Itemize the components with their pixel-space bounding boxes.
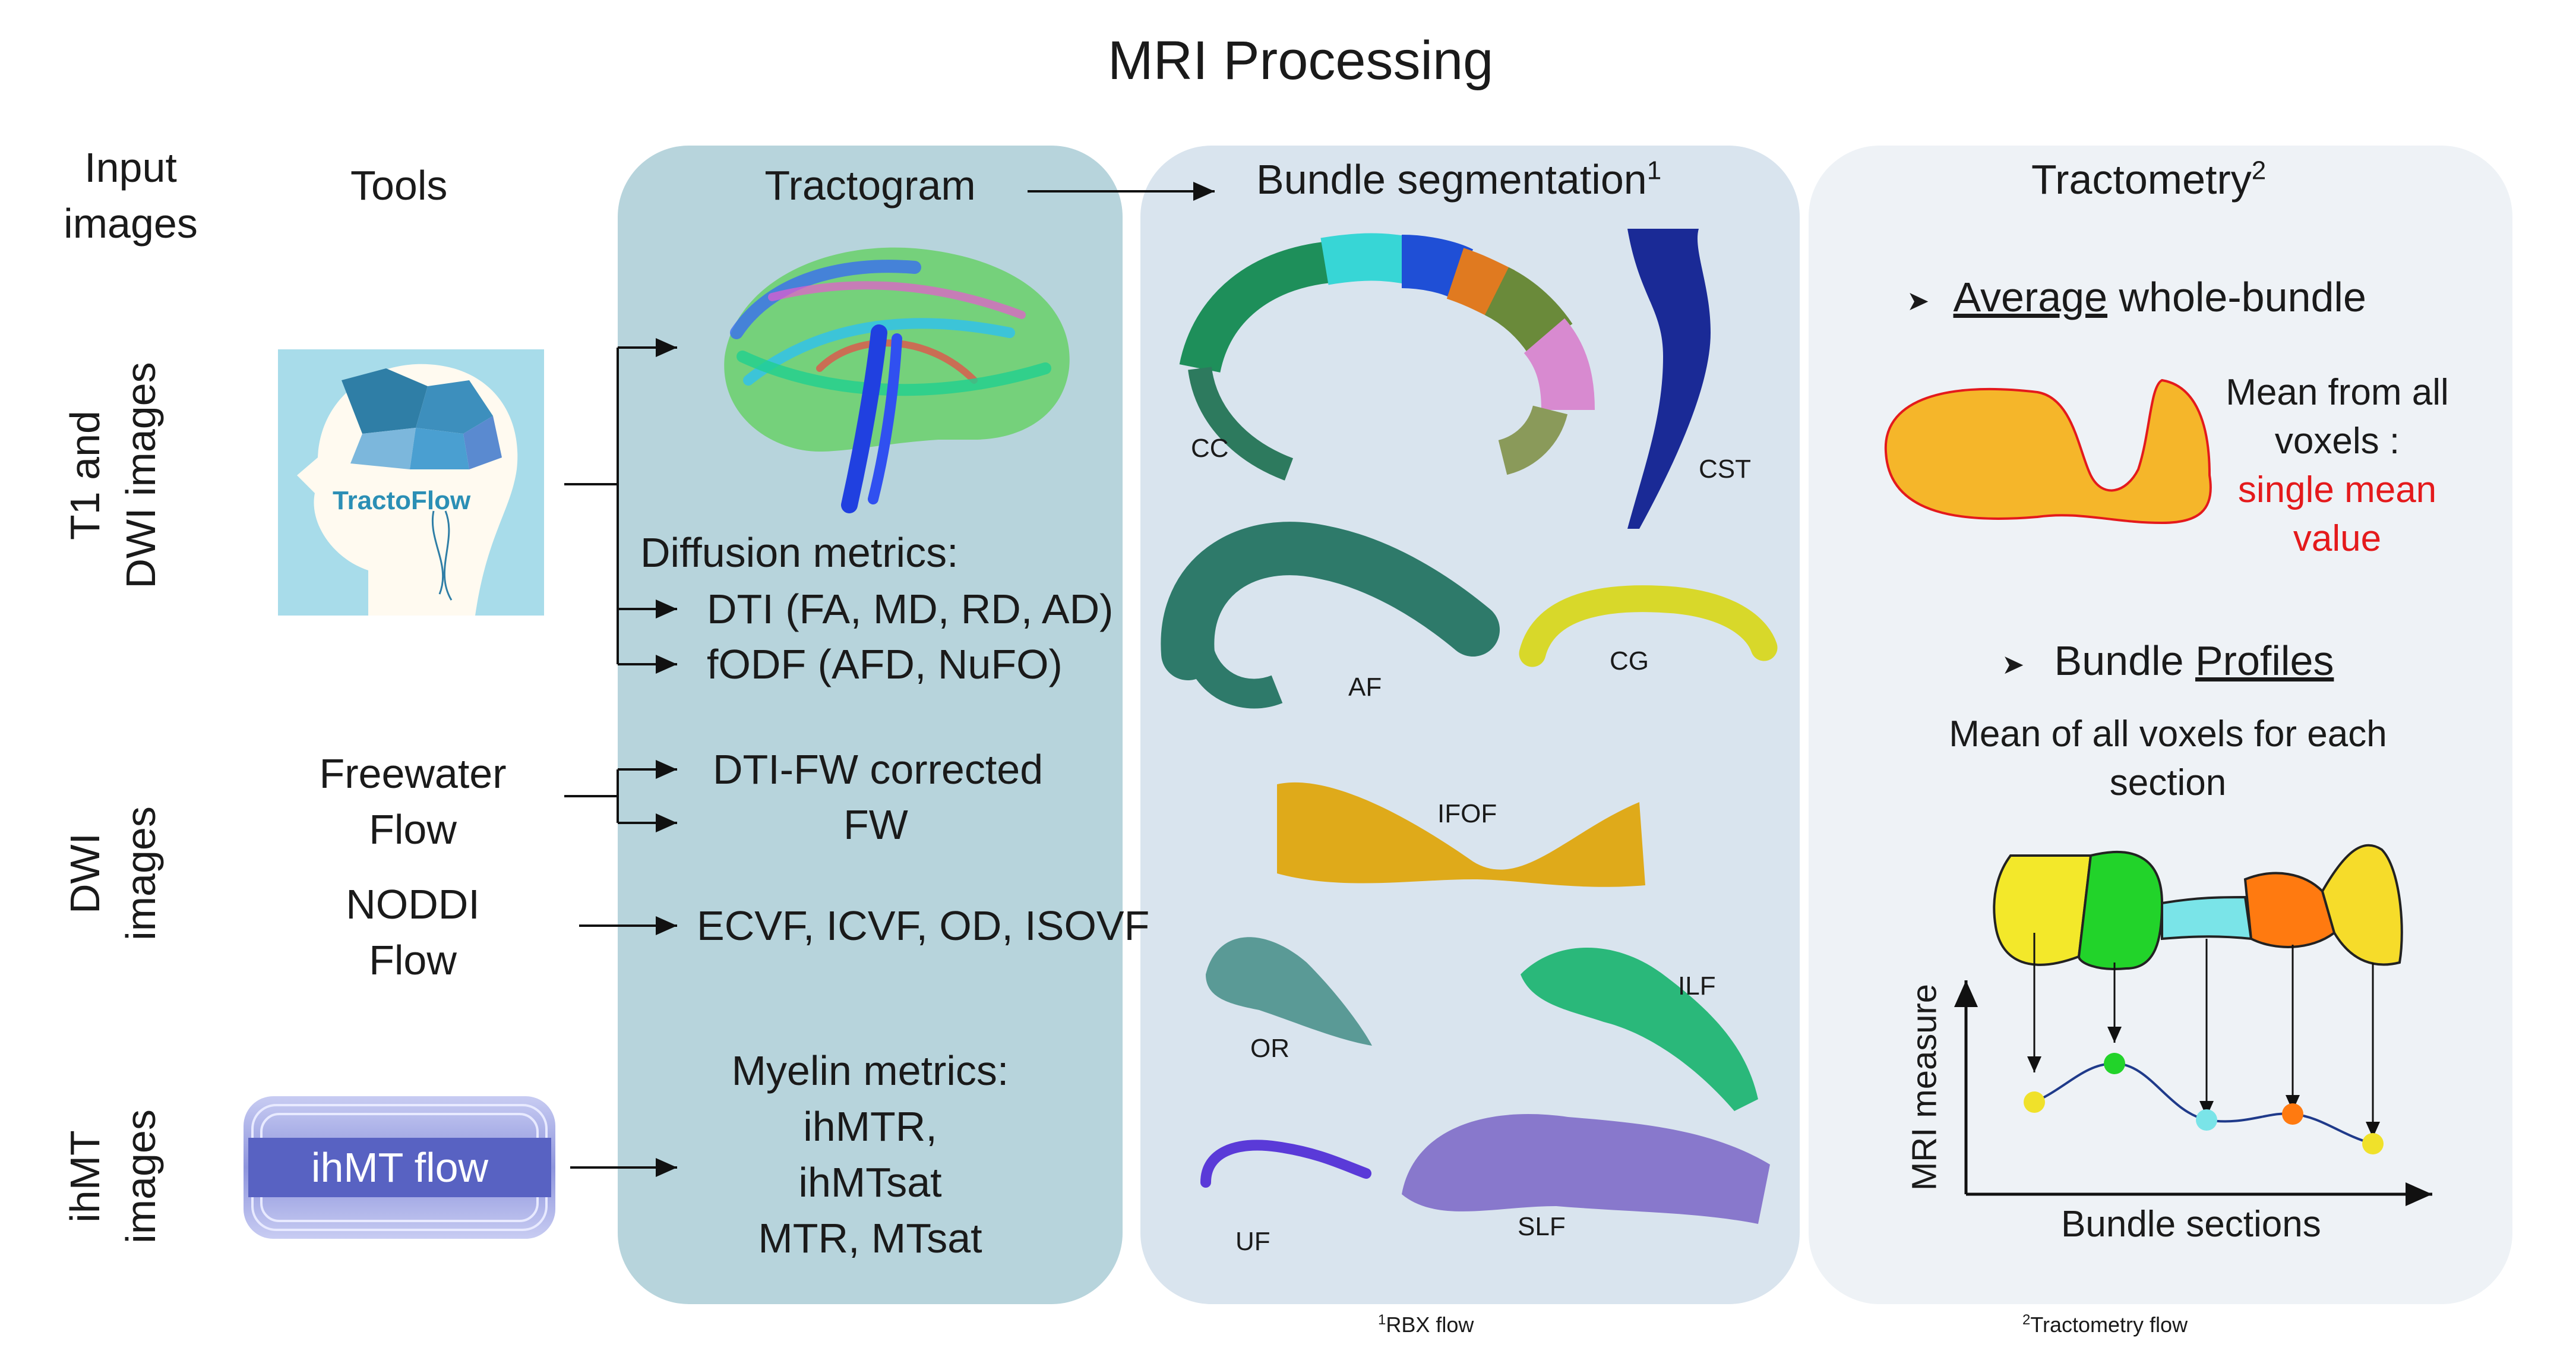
mean-line2: voxels : (2274, 421, 2400, 462)
profile-ylabel: MRI measure (1905, 983, 1944, 1191)
diffusion-metrics-heading: Diffusion metrics: (640, 529, 959, 576)
tractoflow-arrows (564, 338, 677, 674)
tractometry-footnote-text: Tractometry flow (2030, 1312, 2188, 1337)
fw-metric: FW (843, 802, 908, 848)
fodf-metrics: fODF (AFD, NuFO) (707, 641, 1063, 687)
myelin-line3: MTR, MTsat (758, 1215, 982, 1261)
mean-line1: Mean from all (2226, 372, 2449, 413)
profile-ylabel-wrap: MRI measure (1895, 980, 1954, 1194)
bundle-uf (1200, 1140, 1371, 1188)
page-title: MRI Processing (1108, 30, 1494, 91)
profile-line2: section (2109, 762, 2227, 803)
myelin-metrics: Myelin metrics: ihMTR, ihMTsat MTR, MTsa… (618, 1043, 1123, 1266)
bundle-title-sup: 1 (1646, 156, 1662, 185)
average-rest: whole-bundle (2107, 274, 2366, 320)
label-slf: SLF (1518, 1212, 1566, 1241)
bundle-footnote: 1RBX flow (1378, 1312, 1474, 1337)
bundle-slf (1402, 1114, 1770, 1224)
ihmt-flow-logo (244, 1096, 555, 1239)
average-bundle (1884, 378, 2212, 525)
row-t1-line1: T1 and (62, 411, 108, 540)
bundle-footnote-text: RBX flow (1386, 1312, 1474, 1337)
average-heading: ➤ Average whole-bundle (1907, 273, 2366, 321)
bundle-cc (1179, 233, 1595, 481)
average-bullet: ➤ (1907, 285, 1930, 316)
bundle-af-tail (1186, 648, 1283, 709)
label-cc: CC (1191, 434, 1229, 463)
tractoflow-logo (278, 349, 544, 616)
profile-arrows (2027, 933, 2380, 1138)
row-t1-line2: DWI images (118, 362, 164, 589)
bundle-footnote-sup: 1 (1378, 1312, 1386, 1328)
myelin-line1: ihMTR, (803, 1103, 937, 1150)
tractometry-title-text: Tractometry (2031, 156, 2252, 203)
bundle-af (1161, 522, 1500, 680)
tractogram-brain (724, 247, 1070, 513)
profile-points (2024, 1053, 2384, 1154)
profiles-bullet: ➤ (2002, 648, 2025, 680)
bundle-segmentation-title: Bundle segmentation1 (1256, 156, 1661, 203)
label-cst: CST (1699, 455, 1751, 484)
ihmt-flow-label: ihMT flow (311, 1144, 489, 1191)
mean-description: Mean from all voxels : single mean value (2218, 368, 2456, 563)
row-label-ihmt: ihMT images (36, 1099, 190, 1254)
row-label-dwi: DWI images (36, 796, 190, 951)
input-images-header: Input images (48, 140, 214, 251)
profile-description: Mean of all voxels for each section (1901, 710, 2435, 807)
profiles-keyword: Profiles (2195, 638, 2334, 684)
dti-fw-corrected: DTI-FW corrected (713, 746, 1044, 793)
row-dwi-line1: DWI (62, 832, 108, 914)
tractoflow-logo-text: TractoFlow (333, 486, 471, 515)
noddi-line1: NODDI (346, 881, 480, 927)
row-ihmt-line2: images (118, 1109, 164, 1244)
row-dwi-line2: images (118, 806, 164, 941)
profiles-heading: ➤ Bundle Profiles (2002, 637, 2334, 684)
profile-line1: Mean of all voxels for each (1949, 714, 2387, 755)
label-ifof: IFOF (1437, 799, 1497, 828)
label-af: AF (1348, 673, 1382, 702)
mean-line4: value (2293, 518, 2382, 559)
bundle-ifof (1277, 782, 1645, 887)
bundle-cst (1627, 229, 1711, 529)
freewater-flow-tool: Freewater Flow (297, 746, 529, 857)
tools-header: Tools (350, 162, 448, 209)
myelin-heading: Myelin metrics: (731, 1047, 1009, 1094)
tractometry-footnote-sup: 2 (2022, 1312, 2031, 1328)
noddi-metrics: ECVF, ICVF, OD, ISOVF (697, 903, 1150, 949)
tractometry-panel (1809, 146, 2512, 1304)
profile-curve (2034, 1062, 2373, 1145)
tractometry-title: Tractometry2 (2031, 156, 2266, 203)
row-label-t1-dwi: T1 and DWI images (36, 362, 190, 588)
bundle-profile-sections (1993, 844, 2403, 970)
average-keyword: Average (1953, 274, 2108, 320)
label-or: OR (1250, 1034, 1289, 1063)
noddi-flow-tool: NODDI Flow (321, 876, 505, 988)
tractometry-footnote: 2Tractometry flow (2022, 1312, 2188, 1337)
myelin-line2: ihMTsat (798, 1159, 942, 1206)
dti-metrics: DTI (FA, MD, RD, AD) (707, 586, 1114, 632)
profile-axes (1954, 980, 2432, 1206)
tractometry-title-sup: 2 (2251, 156, 2267, 185)
bundle-title-text: Bundle segmentation (1256, 156, 1647, 203)
label-cg: CG (1610, 646, 1649, 676)
profile-xlabel: Bundle sections (2061, 1204, 2321, 1245)
label-ilf: ILF (1678, 971, 1716, 1001)
label-uf: UF (1235, 1227, 1270, 1256)
bundle-cg (1519, 585, 1778, 667)
row-ihmt-line1: ihMT (62, 1130, 108, 1223)
tractogram-title: Tractogram (764, 162, 976, 209)
bundle-ilf (1521, 948, 1758, 1111)
bundle-or (1206, 937, 1372, 1046)
freewater-line1: Freewater (319, 750, 507, 797)
input-header-line2: images (64, 200, 198, 247)
mean-line3: single mean (2237, 469, 2437, 510)
freewater-line2: Flow (369, 806, 457, 853)
freewater-arrows (564, 760, 677, 832)
input-header-line1: Input (84, 144, 177, 191)
noddi-line2: Flow (369, 937, 457, 983)
profiles-prefix: Bundle (2054, 638, 2195, 684)
